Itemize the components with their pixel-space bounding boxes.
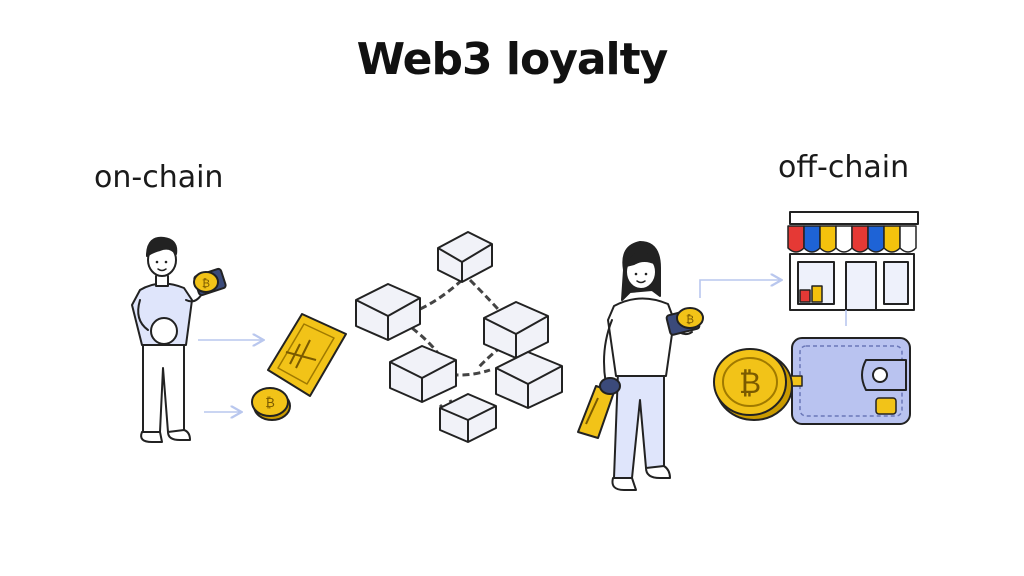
svg-text:₿: ₿ [202,277,210,290]
svg-text:₿: ₿ [686,313,694,326]
person-left-icon [131,236,204,443]
awning-stripe [835,225,853,253]
token-card-icon [267,313,347,397]
coin-icon: ₿ [251,387,291,421]
awning-stripe [819,225,837,253]
wallet-icon [787,337,911,425]
person-right-icon [603,241,693,491]
awning-stripe [851,225,869,253]
coin-icon: ₿ [193,271,219,293]
svg-text:₿: ₿ [739,366,761,401]
on-chain-label: on-chain [94,160,224,195]
awning-stripe [867,225,885,253]
diagram-title: Web3 loyalty [356,34,669,85]
awning-stripe [787,225,805,253]
flow-arrow [699,280,780,298]
awning-stripe [883,225,901,253]
svg-text:₿: ₿ [265,396,275,411]
off-chain-label: off-chain [778,150,910,185]
coin-icon: ₿ [676,307,704,329]
awning-stripe [803,225,821,253]
token-card-icon [577,377,621,439]
blockchain-icon [355,231,563,443]
awning-stripe [899,225,917,253]
coin-icon: ₿ [713,348,793,421]
store-icon [787,211,919,326]
